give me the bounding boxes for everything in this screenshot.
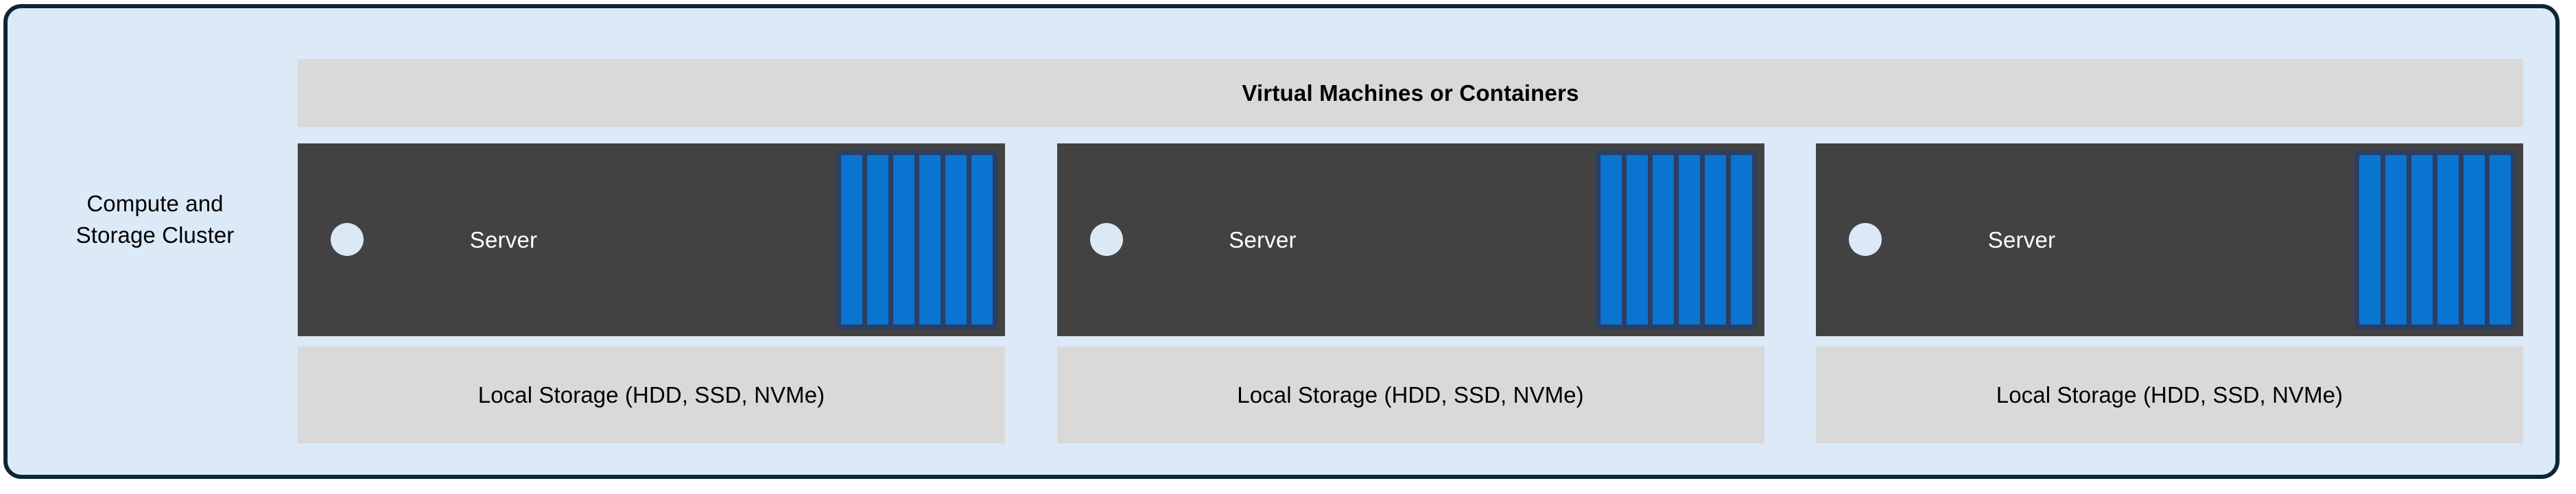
local-storage-panel-1: Local Storage (HDD, SSD, NVMe) [298, 346, 1005, 443]
drive-bar [2411, 155, 2433, 325]
drive-bar [1600, 155, 1622, 325]
server-chassis-2: Server [1056, 143, 1764, 336]
drive-bar [919, 155, 941, 325]
server-node-2: Server Local Storage (HDD, SSD, NVMe) [1056, 143, 1764, 443]
drive-bar [2463, 155, 2485, 325]
drive-bar [2359, 155, 2380, 325]
drive-bar [2490, 155, 2511, 325]
drive-bar [1626, 155, 1648, 325]
server-node-1: Server Local Storage (HDD, SSD, NVMe) [298, 143, 1005, 443]
drive-bar [1652, 155, 1674, 325]
local-storage-label-3: Local Storage (HDD, SSD, NVMe) [1996, 381, 2343, 408]
server-label-1: Server [469, 227, 538, 252]
server-label-3: Server [1987, 227, 2056, 252]
drive-bar [2437, 155, 2459, 325]
server-node-3: Server Local Storage (HDD, SSD, NVMe) [1816, 143, 2523, 443]
cluster-label: Compute and Storage Cluster [75, 191, 235, 248]
status-led-icon-1 [331, 223, 364, 256]
server-label-2: Server [1229, 227, 1297, 252]
virtual-machines-banner: Virtual Machines or Containers [298, 59, 2523, 127]
drive-bar [867, 155, 888, 325]
local-storage-label-2: Local Storage (HDD, SSD, NVMe) [1237, 381, 1584, 408]
drive-bay-2 [1595, 150, 1757, 329]
drive-bar [1730, 155, 1752, 325]
compute-storage-cluster-frame: Compute and Storage Cluster Virtual Mach… [3, 4, 2560, 479]
local-storage-panel-3: Local Storage (HDD, SSD, NVMe) [1816, 346, 2523, 443]
local-storage-label-1: Local Storage (HDD, SSD, NVMe) [477, 381, 825, 408]
status-led-icon-3 [1849, 223, 1882, 256]
drive-bar [945, 155, 967, 325]
server-chassis-1: Server [298, 143, 1005, 336]
drive-bay-3 [2354, 150, 2516, 329]
drive-bar [971, 155, 993, 325]
drive-bar [2385, 155, 2407, 325]
drive-bay-1 [836, 150, 997, 329]
local-storage-panel-2: Local Storage (HDD, SSD, NVMe) [1056, 346, 1764, 443]
drive-bar [1704, 155, 1726, 325]
status-led-icon-2 [1089, 223, 1123, 256]
drive-bar [841, 155, 862, 325]
virtual-machines-banner-label: Virtual Machines or Containers [1242, 80, 1579, 106]
drive-bar [1678, 155, 1700, 325]
server-nodes-row: Server Local Storage (HDD, SSD, NVMe) [298, 143, 2523, 443]
drive-bar [893, 155, 914, 325]
server-chassis-3: Server [1816, 143, 2523, 336]
